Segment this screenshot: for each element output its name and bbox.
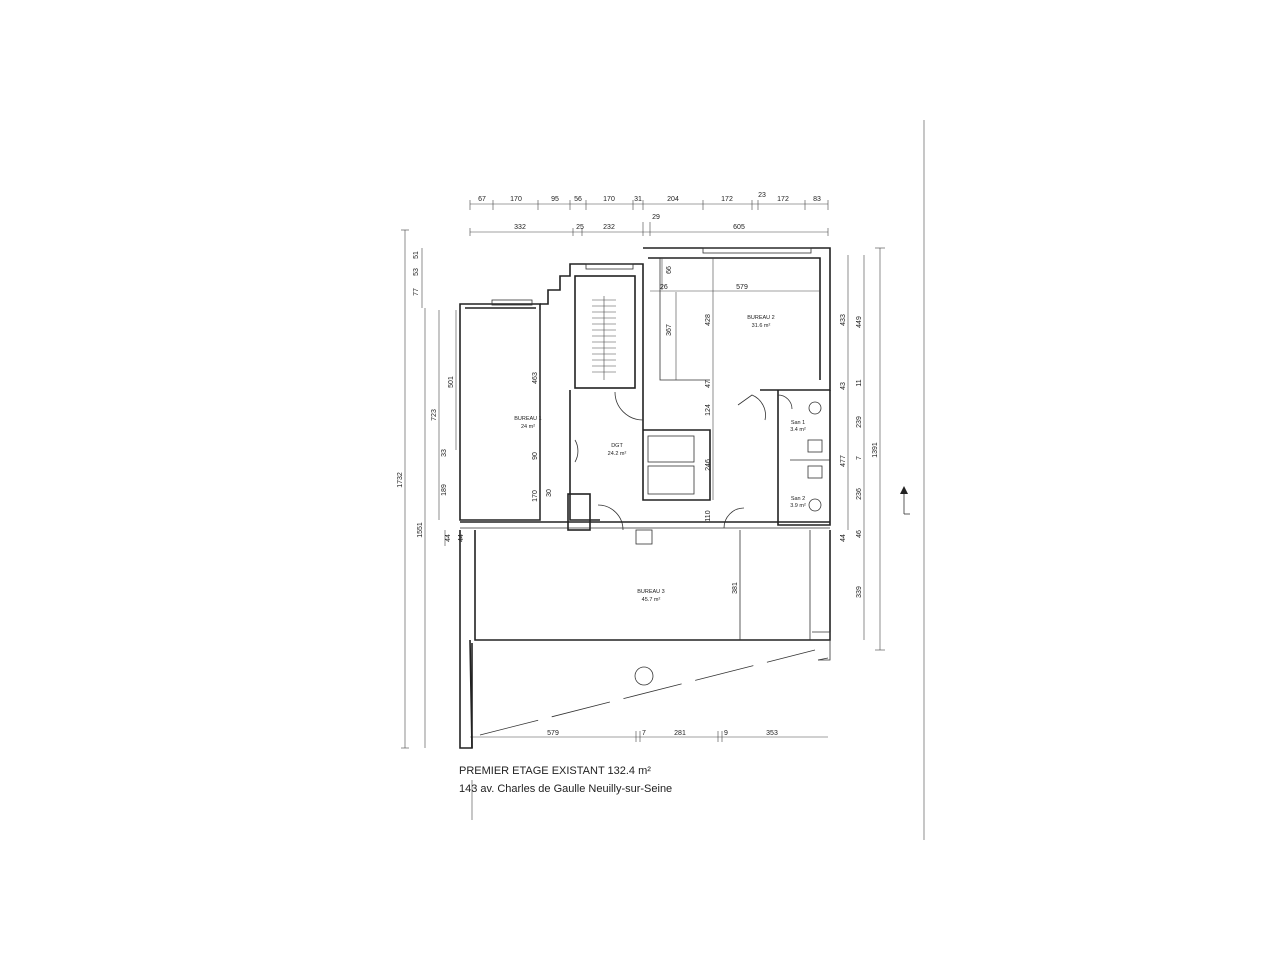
room-area-bureau3: 45.7 m² bbox=[642, 597, 661, 603]
dim-label: 579 bbox=[547, 730, 559, 737]
dim-label: 723 bbox=[431, 409, 438, 421]
dim-label: 83 bbox=[813, 196, 821, 203]
door-swing bbox=[777, 394, 793, 410]
dim-label: 1732 bbox=[397, 472, 404, 488]
dim-label: 25 bbox=[576, 224, 584, 231]
building-walls bbox=[459, 247, 831, 749]
dim-label: 53 bbox=[413, 268, 420, 276]
dim-label: 1551 bbox=[417, 522, 424, 538]
window bbox=[585, 263, 634, 270]
dim-label: 67 bbox=[478, 196, 486, 203]
top-dimension-row-1: 67 170 95 56 170 31 204 172 23 172 83 bbox=[469, 192, 829, 210]
dim-label: 579 bbox=[736, 284, 748, 291]
sink-icon bbox=[808, 498, 822, 512]
room-labels: BUREAU 1 24 m² BUREAU 2 31.6 m² DGT 24.2… bbox=[514, 315, 806, 603]
dim-label: 463 bbox=[532, 372, 539, 384]
room-name-san1: San 1 bbox=[791, 420, 805, 426]
dim-label: 44 bbox=[840, 534, 847, 542]
room-area-san2: 3.9 m² bbox=[790, 503, 806, 509]
dim-label: 26 bbox=[660, 284, 668, 291]
top-dimension-row-2: 332 25 232 29 605 bbox=[469, 214, 829, 236]
dim-label: 232 bbox=[603, 224, 615, 231]
left-mid-dimension: 77 53 51 723 33 189 501 44 bbox=[413, 248, 465, 542]
dim-label: 172 bbox=[721, 196, 733, 203]
door-swing bbox=[737, 394, 766, 421]
dim-label: 204 bbox=[667, 196, 679, 203]
dim-label: 44 bbox=[458, 534, 465, 542]
dim-label: 95 bbox=[551, 196, 559, 203]
dim-label: 170 bbox=[532, 490, 539, 502]
plan-address: 143 av. Charles de Gaulle Neuilly-sur-Se… bbox=[459, 783, 673, 795]
window bbox=[491, 299, 533, 306]
room-area-san1: 3.4 m² bbox=[790, 427, 806, 433]
stair-treads bbox=[592, 296, 616, 380]
dim-label: 381 bbox=[732, 582, 739, 594]
dim-label: 23 bbox=[758, 192, 766, 199]
dim-label: 7 bbox=[856, 456, 863, 460]
toilet-icon bbox=[807, 465, 823, 479]
dim-label: 433 bbox=[840, 314, 847, 326]
toilet-icon bbox=[807, 439, 823, 453]
dim-label: 428 bbox=[705, 314, 712, 326]
dim-label: 477 bbox=[840, 455, 847, 467]
dim-label: 7 bbox=[642, 730, 646, 737]
room-name-san2: San 2 bbox=[791, 496, 805, 502]
dim-label: 9 bbox=[724, 730, 728, 737]
column-icon bbox=[634, 666, 654, 686]
dim-label: 367 bbox=[666, 324, 673, 336]
dim-label: 239 bbox=[856, 416, 863, 428]
dim-label: 56 bbox=[574, 196, 582, 203]
dim-label: 30 bbox=[546, 489, 553, 497]
plan-title: PREMIER ETAGE EXISTANT 132.4 m² bbox=[459, 765, 651, 777]
dim-label: 236 bbox=[856, 488, 863, 500]
dim-label: 189 bbox=[441, 484, 448, 496]
dim-label: 449 bbox=[856, 316, 863, 328]
dim-label: 110 bbox=[705, 510, 712, 521]
dim-label: 353 bbox=[766, 730, 778, 737]
door-swing bbox=[574, 439, 579, 463]
sink-icon bbox=[808, 401, 822, 415]
room-area-bureau1: 24 m² bbox=[521, 424, 535, 430]
dim-label: 43 bbox=[840, 382, 847, 390]
dim-label: 332 bbox=[514, 224, 526, 231]
dim-label: 51 bbox=[413, 251, 420, 259]
dim-label: 77 bbox=[413, 288, 420, 296]
room-name-dgt: DGT bbox=[611, 443, 623, 449]
dim-label: 281 bbox=[674, 730, 686, 737]
dim-label: 66 bbox=[666, 266, 673, 274]
dim-label: 33 bbox=[441, 449, 448, 457]
dim-label: 124 bbox=[705, 404, 712, 416]
arrow-up-icon bbox=[900, 486, 910, 515]
dim-label: 31 bbox=[634, 196, 642, 203]
room-area-bureau2: 31.6 m² bbox=[752, 323, 771, 329]
dim-label: 44 bbox=[445, 534, 452, 542]
inner-dimensions: 463 90 170 30 66 26 579 367 428 47 124 2… bbox=[532, 258, 820, 594]
left-outer-dimension: 1732 1551 44 bbox=[397, 229, 452, 749]
dim-label: 246 bbox=[705, 459, 712, 471]
door-swing bbox=[597, 504, 624, 531]
door-swing bbox=[723, 507, 745, 529]
window bbox=[702, 247, 812, 254]
dim-label: 170 bbox=[603, 196, 615, 203]
dim-label: 90 bbox=[532, 452, 539, 460]
room-name-bureau3: BUREAU 3 bbox=[637, 589, 665, 595]
room-area-dgt: 24.2 m² bbox=[608, 451, 627, 457]
dim-label: 47 bbox=[705, 380, 712, 388]
dim-label: 29 bbox=[652, 214, 660, 221]
bottom-dimension: 579 7 281 9 353 bbox=[470, 730, 828, 742]
right-dimensions: 433 43 477 44 449 11 239 7 236 46 339 13… bbox=[840, 247, 885, 651]
dim-label: 605 bbox=[733, 224, 745, 231]
dim-label: 501 bbox=[448, 376, 455, 388]
door-swing bbox=[614, 391, 644, 421]
room-name-bureau1: BUREAU 1 bbox=[514, 416, 542, 422]
dim-label: 11 bbox=[856, 379, 863, 386]
dim-label: 1391 bbox=[872, 442, 879, 458]
dim-label: 46 bbox=[856, 530, 863, 538]
dim-label: 172 bbox=[777, 196, 789, 203]
room-name-bureau2: BUREAU 2 bbox=[747, 315, 775, 321]
dim-label: 170 bbox=[510, 196, 522, 203]
dim-label: 339 bbox=[856, 586, 863, 598]
